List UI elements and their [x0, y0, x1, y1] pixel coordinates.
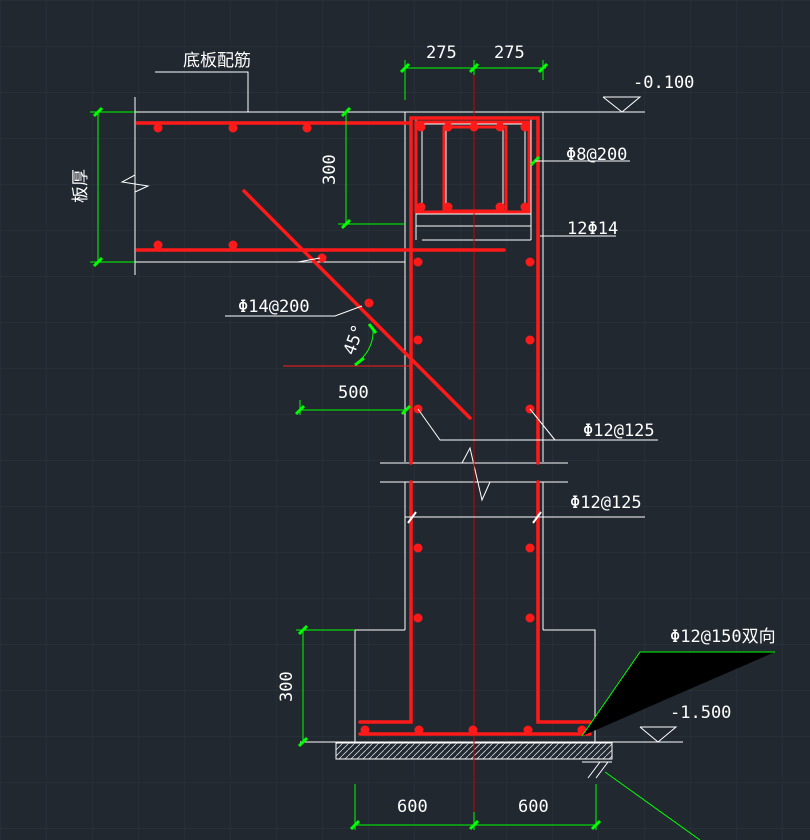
dim-275-right: 275	[494, 43, 525, 63]
dim-300-top: 300	[320, 154, 340, 185]
dim-300-bottom: 300	[277, 671, 297, 702]
elevation-bottom: -1.500	[670, 703, 731, 723]
wall-rebar-label-1: Φ12@125	[583, 421, 655, 441]
wall-ticks	[407, 511, 542, 524]
diag-rebar-label: Φ14@200	[238, 297, 310, 317]
slab-thickness-label: 板厚	[71, 169, 91, 203]
rebar-dots	[153, 122, 587, 735]
bottom-slab-rebar-label: 底板配筋	[183, 51, 251, 71]
dim-600-right: 600	[518, 797, 549, 817]
dim-600-left: 600	[397, 797, 428, 817]
ground-symbol	[582, 761, 612, 779]
dimension-ticks	[92, 62, 602, 831]
footing-rebar-label: Φ12@150双向	[670, 627, 776, 647]
bars-12-label: 12Φ14	[567, 219, 618, 239]
leader-lines	[155, 71, 683, 743]
dim-500: 500	[338, 383, 369, 403]
dim-275-left: 275	[426, 43, 457, 63]
stirrup-label: Φ8@200	[566, 145, 627, 165]
wall-rebar-label-2: Φ12@125	[570, 493, 642, 513]
elevation-top: -0.100	[633, 73, 694, 93]
